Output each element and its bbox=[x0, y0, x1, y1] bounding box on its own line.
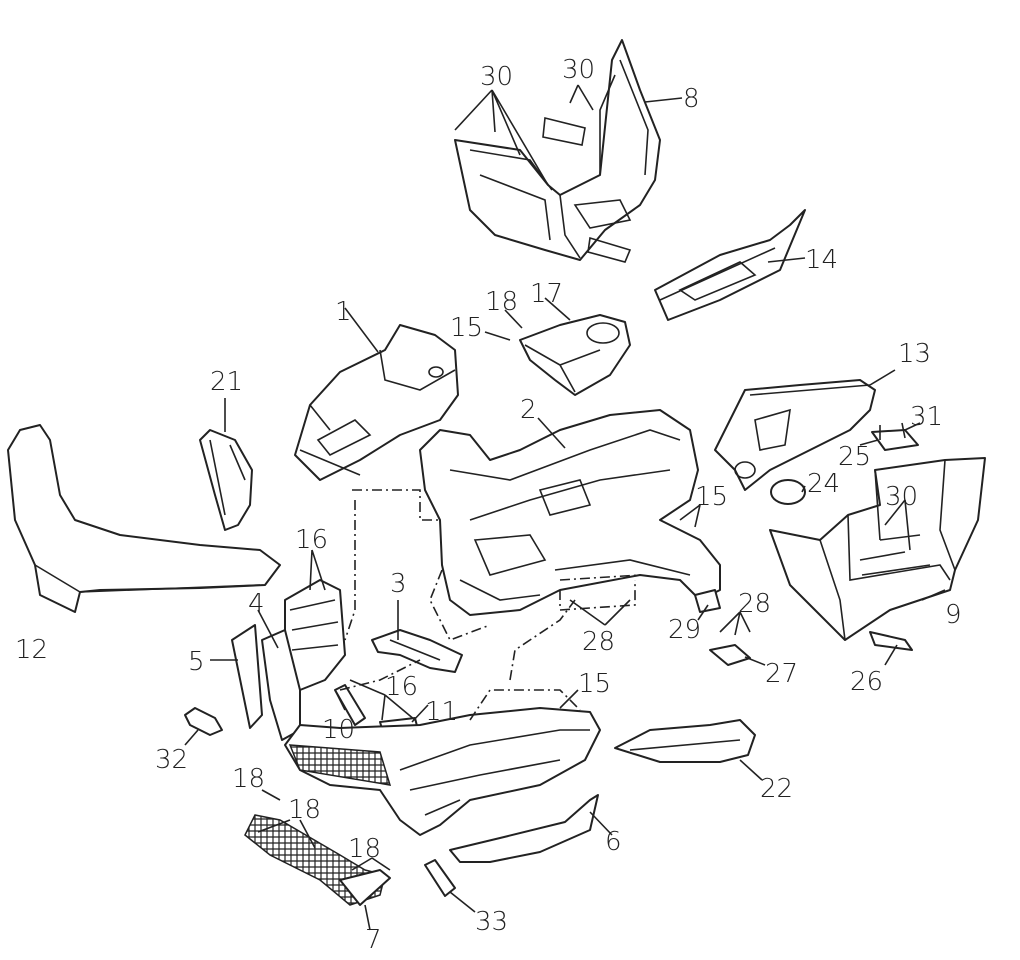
callout-25: 25 bbox=[838, 442, 871, 472]
part-14-side-panel bbox=[654, 209, 806, 321]
part-5-strip bbox=[231, 624, 263, 729]
part-2-front-fender bbox=[419, 409, 721, 616]
part-29-clip bbox=[694, 589, 721, 613]
callout-30-b: 30 bbox=[562, 55, 595, 85]
part-22-side-light bbox=[614, 719, 756, 763]
callout-6: 6 bbox=[605, 827, 622, 857]
callout-15-c: 15 bbox=[578, 669, 611, 699]
part-24-o-ring bbox=[770, 479, 806, 505]
callout-22: 22 bbox=[760, 774, 793, 804]
part-31-bracket bbox=[871, 422, 919, 451]
part-7-lower-grille bbox=[244, 814, 391, 906]
callout-18-b: 18 bbox=[232, 764, 265, 794]
callout-1: 1 bbox=[335, 297, 352, 327]
part-9-footrest bbox=[769, 457, 986, 641]
callout-2: 2 bbox=[520, 395, 537, 425]
part-6-trim bbox=[449, 794, 599, 863]
callout-9: 9 bbox=[945, 600, 962, 630]
leader-lines bbox=[184, 84, 946, 931]
callout-11: 11 bbox=[425, 697, 458, 727]
callout-29: 29 bbox=[668, 615, 701, 645]
callout-5: 5 bbox=[188, 647, 205, 677]
callout-27: 27 bbox=[765, 659, 798, 689]
part-21-reflector bbox=[199, 429, 253, 531]
callout-28-b: 28 bbox=[582, 627, 615, 657]
callout-12: 12 bbox=[15, 635, 48, 665]
callout-18-a: 18 bbox=[485, 287, 518, 317]
callout-26: 26 bbox=[850, 667, 883, 697]
part-12-seat bbox=[7, 424, 281, 613]
callout-10: 10 bbox=[322, 715, 355, 745]
callout-17: 17 bbox=[530, 279, 563, 309]
callout-33: 33 bbox=[475, 907, 508, 937]
part-33-bolt bbox=[424, 859, 456, 897]
part-26-plate bbox=[869, 631, 913, 651]
callout-3: 3 bbox=[390, 569, 407, 599]
callout-31: 31 bbox=[910, 402, 943, 432]
assembly-guide-lines bbox=[339, 489, 641, 721]
callout-13: 13 bbox=[898, 339, 931, 369]
callout-18-d: 18 bbox=[348, 834, 381, 864]
callout-21: 21 bbox=[210, 367, 243, 397]
callout-18-c: 18 bbox=[288, 795, 321, 825]
callout-28-a: 28 bbox=[738, 589, 771, 619]
part-27-clip bbox=[709, 644, 751, 666]
callout-24: 24 bbox=[807, 469, 840, 499]
callout-labels: 30 30 8 14 17 18 15 1 13 21 2 31 25 24 1… bbox=[15, 55, 962, 955]
part-4-front-frame bbox=[261, 579, 346, 741]
part-17-dash-cover bbox=[519, 314, 631, 396]
callout-4: 4 bbox=[248, 589, 265, 619]
callout-14: 14 bbox=[805, 245, 838, 275]
part-32-bolt bbox=[184, 707, 223, 736]
callout-32: 32 bbox=[155, 745, 188, 775]
callout-16-b: 16 bbox=[385, 672, 418, 702]
callout-30-c: 30 bbox=[885, 482, 918, 512]
callout-7: 7 bbox=[365, 925, 382, 955]
part-1-front-cowl bbox=[294, 324, 459, 481]
part-13-side-cover bbox=[714, 379, 876, 491]
callout-8: 8 bbox=[683, 84, 700, 114]
part-front-bumper bbox=[284, 707, 601, 836]
callout-15-b: 15 bbox=[695, 482, 728, 512]
callout-16-a: 16 bbox=[295, 525, 328, 555]
callout-30-a: 30 bbox=[480, 62, 513, 92]
part-3-bracket bbox=[371, 629, 463, 673]
part-10-bracket bbox=[334, 684, 366, 726]
part-8-rear-fender bbox=[454, 39, 661, 263]
callout-15-a: 15 bbox=[450, 313, 483, 343]
